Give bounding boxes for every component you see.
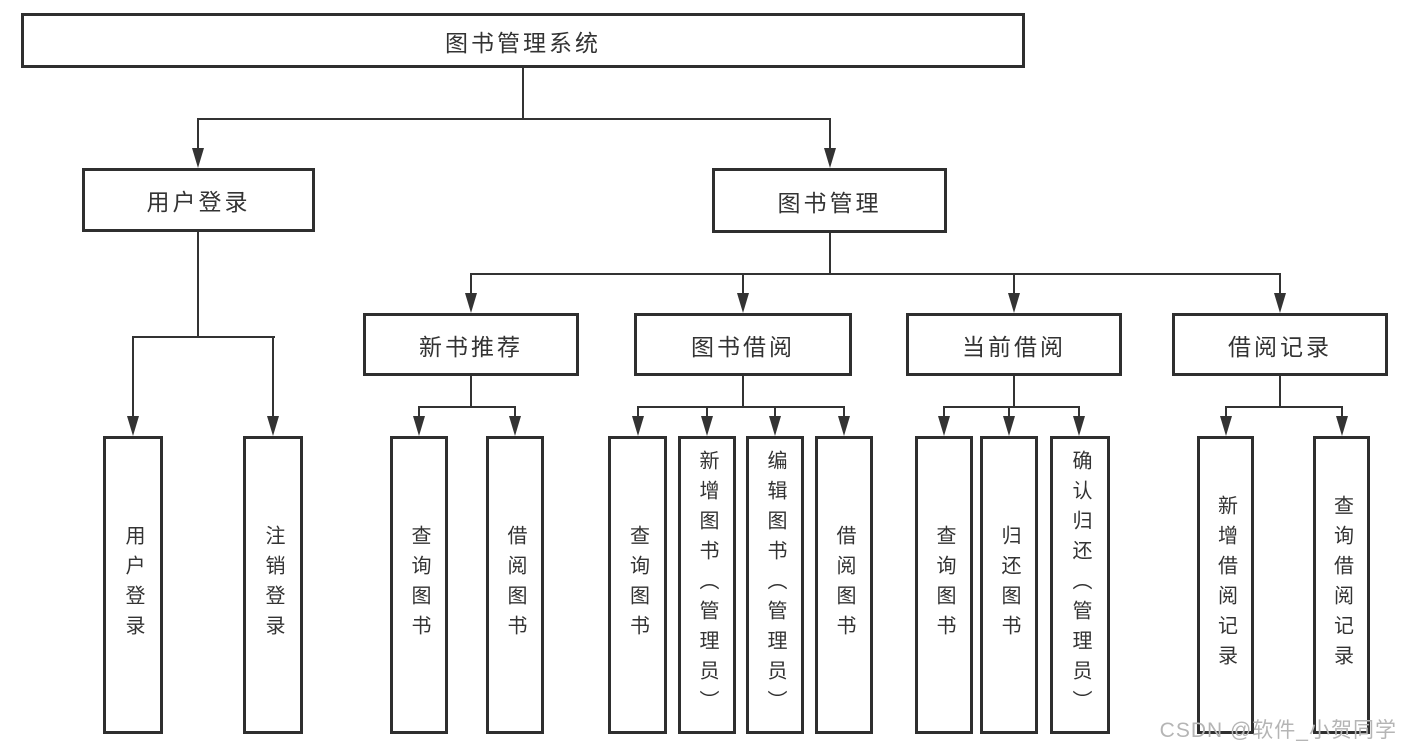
node-book-borrow: 图书借阅 — [634, 313, 852, 376]
node-logout-action-label: 注销登录 — [262, 525, 284, 645]
connector-bookmgmt-bus — [470, 273, 1281, 275]
node-edit-book-admin-label: 编辑图书（管理员） — [764, 450, 786, 720]
connector-bookborrow-bus — [637, 406, 845, 408]
node-borrow-record: 借阅记录 — [1172, 313, 1388, 376]
arrow-down-icon — [824, 148, 836, 168]
node-edit-book-admin: 编辑图书（管理员） — [746, 436, 804, 734]
node-user-login-label: 用户登录 — [146, 189, 251, 215]
connector-bookborrow-drop-4 — [843, 406, 845, 420]
connector-userlogin-drop-2 — [272, 336, 274, 418]
arrow-down-icon — [1008, 293, 1020, 313]
node-query-borrow-record-label: 查询借阅记录 — [1330, 495, 1353, 675]
node-query-book-borrow: 查询图书 — [608, 436, 667, 734]
node-confirm-return-admin-label: 确认归还（管理员） — [1069, 450, 1091, 720]
arrow-down-icon — [632, 416, 644, 436]
csdn-watermark: CSDN @软件_小贺同学 — [1159, 719, 1397, 742]
node-borrow-book-newbook: 借阅图书 — [486, 436, 544, 734]
node-new-book-recommend: 新书推荐 — [363, 313, 579, 376]
node-borrow-book-action: 借阅图书 — [815, 436, 873, 734]
connector-bookmgmt-drop-1 — [470, 273, 472, 295]
arrow-down-icon — [701, 416, 713, 436]
connector-root-bus — [197, 118, 831, 120]
arrow-down-icon — [1336, 416, 1348, 436]
arrow-down-icon — [192, 148, 204, 168]
node-root-label: 图书管理系统 — [445, 29, 601, 56]
node-add-book-admin: 新增图书（管理员） — [678, 436, 736, 734]
node-new-book-recommend-label: 新书推荐 — [419, 333, 523, 360]
connector-bookmgmt-drop-3 — [1013, 273, 1015, 295]
arrow-down-icon — [1220, 416, 1232, 436]
node-logout-action: 注销登录 — [243, 436, 303, 734]
connector-userlogin-bus — [132, 336, 275, 338]
connector-currentborrow-drop-3 — [1078, 406, 1080, 420]
node-user-login-action: 用户登录 — [103, 436, 163, 734]
node-user-login-action-label: 用户登录 — [122, 525, 144, 645]
node-root: 图书管理系统 — [21, 13, 1025, 68]
node-borrow-book-newbook-label: 借阅图书 — [504, 525, 526, 645]
node-query-book-newbook-label: 查询图书 — [408, 525, 430, 645]
connector-borrowrecord-drop-2 — [1341, 406, 1343, 420]
connector-userlogin-drop-1 — [132, 336, 134, 418]
connector-borrowrecord-stem — [1279, 376, 1281, 408]
node-user-login: 用户登录 — [82, 168, 315, 232]
node-book-management: 图书管理 — [712, 168, 947, 233]
connector-currentborrow-bus — [943, 406, 1079, 408]
node-current-borrow: 当前借阅 — [906, 313, 1122, 376]
connector-currentborrow-drop-2 — [1008, 406, 1010, 420]
arrow-down-icon — [1073, 416, 1085, 436]
connector-borrowrecord-drop-1 — [1225, 406, 1227, 420]
arrow-down-icon — [769, 416, 781, 436]
arrow-down-icon — [509, 416, 521, 436]
connector-bookborrow-drop-3 — [774, 406, 776, 420]
node-confirm-return-admin: 确认归还（管理员） — [1050, 436, 1110, 734]
connector-newbook-stem — [470, 376, 472, 408]
arrow-down-icon — [267, 416, 279, 436]
arrow-down-icon — [938, 416, 950, 436]
connector-root-drop-left — [197, 118, 199, 150]
connector-root-drop-right — [829, 118, 831, 150]
connector-newbook-drop-2 — [514, 406, 516, 420]
node-borrow-record-label: 借阅记录 — [1228, 333, 1332, 360]
node-borrow-book-action-label: 借阅图书 — [833, 525, 855, 645]
arrow-down-icon — [127, 416, 139, 436]
connector-bookborrow-stem — [742, 376, 744, 408]
arrow-down-icon — [737, 293, 749, 313]
arrow-down-icon — [1274, 293, 1286, 313]
connector-bookmgmt-drop-2 — [742, 273, 744, 295]
connector-root-stem — [522, 68, 524, 120]
node-query-book-borrow-label: 查询图书 — [626, 525, 649, 645]
arrow-down-icon — [838, 416, 850, 436]
arrow-down-icon — [413, 416, 425, 436]
connector-bookborrow-drop-1 — [637, 406, 639, 420]
node-book-management-label: 图书管理 — [777, 189, 882, 216]
node-add-borrow-record-label: 新增借阅记录 — [1214, 495, 1237, 675]
connector-userlogin-stem — [197, 232, 199, 338]
node-current-borrow-label: 当前借阅 — [962, 333, 1066, 360]
arrow-down-icon — [1003, 416, 1015, 436]
node-add-borrow-record: 新增借阅记录 — [1197, 436, 1254, 734]
node-query-book-newbook: 查询图书 — [390, 436, 448, 734]
node-query-book-current: 查询图书 — [915, 436, 973, 734]
connector-currentborrow-stem — [1013, 376, 1015, 408]
connector-currentborrow-drop-1 — [943, 406, 945, 420]
node-book-borrow-label: 图书借阅 — [691, 333, 795, 360]
node-add-book-admin-label: 新增图书（管理员） — [696, 450, 718, 720]
connector-newbook-drop-1 — [418, 406, 420, 420]
arrow-down-icon — [465, 293, 477, 313]
connector-bookmgmt-drop-4 — [1279, 273, 1281, 295]
node-query-book-current-label: 查询图书 — [933, 525, 955, 645]
connector-borrowrecord-bus — [1225, 406, 1342, 408]
node-return-book: 归还图书 — [980, 436, 1038, 734]
connector-bookmgmt-stem — [829, 233, 831, 275]
node-return-book-label: 归还图书 — [998, 525, 1020, 645]
node-query-borrow-record: 查询借阅记录 — [1313, 436, 1370, 734]
connector-bookborrow-drop-2 — [706, 406, 708, 420]
connector-newbook-bus — [418, 406, 516, 408]
